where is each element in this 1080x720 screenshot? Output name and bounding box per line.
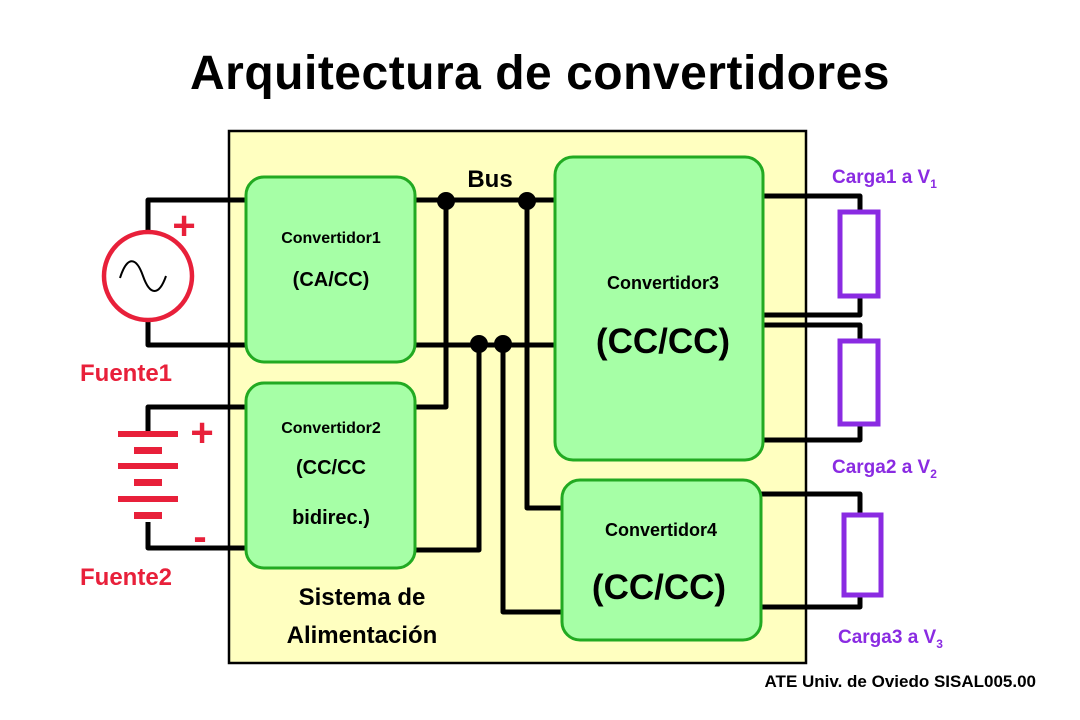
source1-label: Fuente1 — [80, 360, 172, 387]
junction-dot — [437, 192, 455, 210]
junction-dot — [494, 335, 512, 353]
converter3-name: Convertidor3 — [607, 273, 719, 293]
system-label-line2: Alimentación — [287, 622, 438, 649]
converter2-name: Convertidor2 — [281, 420, 381, 437]
source2-plus: + — [190, 411, 213, 455]
converter4-box — [560, 478, 763, 642]
wire-conv2-bus-top — [415, 200, 449, 410]
load2-label: Carga2 a V2 — [832, 457, 937, 481]
wire-source2-bottom — [145, 522, 246, 551]
converter3-type: (CC/CC) — [596, 322, 730, 361]
converter1-name: Convertidor1 — [281, 230, 381, 247]
converter1-box — [244, 175, 417, 364]
wire-load1-bottom — [763, 296, 863, 318]
converter4-type: (CC/CC) — [592, 568, 726, 607]
wire-load2-bottom — [763, 424, 863, 443]
converter2-type-line2: bidirec.) — [292, 507, 370, 529]
wire-conv4-bus-top — [524, 200, 562, 511]
converter1-type: (CA/CC) — [293, 269, 370, 291]
wire-load3-bottom — [761, 595, 863, 610]
wire-conv4-bus-bottom — [500, 345, 562, 615]
junction-dot — [470, 335, 488, 353]
wire-load2-top — [763, 322, 863, 341]
system-label-line1: Sistema de — [299, 584, 426, 611]
load2-resistor — [837, 338, 881, 427]
load1-resistor — [837, 209, 881, 299]
source2-label: Fuente2 — [80, 564, 172, 591]
load1-label: Carga1 a V1 — [832, 167, 937, 191]
source1-plus: + — [172, 204, 195, 248]
wire-source1-bottom — [145, 320, 246, 348]
wire-source1-top — [145, 197, 246, 232]
wires — [145, 193, 863, 615]
junction-dot — [518, 192, 536, 210]
wire-load1-top — [763, 193, 863, 212]
page-title: Arquitectura de convertidores — [190, 47, 890, 100]
wire-load3-top — [761, 491, 863, 515]
ac-source-symbol — [101, 229, 195, 323]
converter2-type-line1: (CC/CC — [296, 457, 366, 479]
converter4-name: Convertidor4 — [605, 520, 717, 540]
load3-resistor — [841, 512, 884, 598]
source2-minus: - — [193, 515, 206, 559]
load3-label: Carga3 a V3 — [838, 627, 943, 651]
converter2-box — [244, 381, 417, 570]
wire-conv2-bus-bottom — [415, 345, 482, 553]
converter3-box — [553, 155, 765, 462]
battery-symbol — [118, 431, 178, 519]
footer-credit: ATE Univ. de Oviedo SISAL005.00 — [764, 672, 1036, 691]
bus-label: Bus — [467, 166, 512, 193]
wire-source2-top — [145, 404, 246, 434]
